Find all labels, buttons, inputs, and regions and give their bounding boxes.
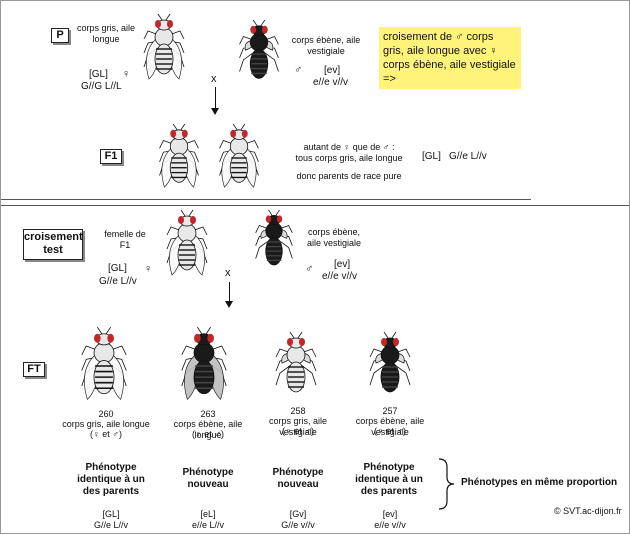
fly-f1-female bbox=[166, 209, 208, 276]
label-f1: F1 bbox=[100, 149, 122, 164]
fly-test-male bbox=[255, 209, 293, 266]
ft1-geno: G//e L//v bbox=[93, 520, 128, 530]
separator-1 bbox=[1, 199, 531, 200]
test-male-pheno: [ev] bbox=[334, 259, 351, 270]
test-female-sex: ♀ bbox=[144, 263, 153, 275]
ft4-type: Phénotype identique à un des parents bbox=[355, 462, 423, 497]
ft3-count: 258 bbox=[290, 406, 306, 416]
ft3-desc: corps gris, aile vestigiale bbox=[268, 416, 328, 437]
ft1-sex: (♀ et ♂) bbox=[89, 429, 122, 439]
ft4-count: 257 bbox=[382, 406, 398, 416]
label-p: P bbox=[51, 28, 69, 43]
test-female-geno: G//e L//v bbox=[99, 276, 137, 287]
ft3-geno: G//e v//v bbox=[281, 520, 315, 530]
ft2-type: Phénotype nouveau bbox=[182, 467, 234, 490]
p-female-sex: ♀ bbox=[122, 68, 131, 80]
test-female-desc: femelle de F1 bbox=[104, 229, 146, 250]
ft3-pheno: [Gv] bbox=[289, 509, 307, 519]
ft2-count: 263 bbox=[200, 409, 216, 419]
ft3-type: Phénotype nouveau bbox=[272, 467, 324, 490]
fly-ft-grey-long bbox=[81, 326, 127, 400]
p-to-f1-arrow bbox=[211, 87, 219, 115]
fly-ft-ebony-long bbox=[181, 326, 227, 400]
p-male-desc: corps ébène, aile vestigiale bbox=[291, 35, 361, 56]
test-female-pheno: [GL] bbox=[108, 263, 127, 274]
fly-f1-2 bbox=[219, 123, 259, 188]
test-to-ft-arrow bbox=[225, 282, 233, 308]
ft1-pheno: [GL] bbox=[102, 509, 120, 519]
fly-ebony-vestigial-male bbox=[239, 19, 279, 79]
test-male-geno: e//e v//v bbox=[322, 271, 358, 282]
p-female-pheno: [GL] bbox=[89, 69, 108, 80]
f1-text-1: autant de ♀ que de ♂ : bbox=[303, 142, 395, 152]
ft2-sex: (♀ et ♂) bbox=[191, 429, 224, 439]
ft1-count: 260 bbox=[98, 409, 114, 419]
test-male-sex: ♂ bbox=[305, 263, 314, 275]
label-cross-test: croisement test bbox=[23, 229, 83, 260]
p-male-pheno: [ev] bbox=[324, 65, 341, 76]
label-ft: FT bbox=[23, 362, 45, 377]
ft4-geno: e//e v//v bbox=[374, 520, 406, 530]
fly-ft-ebony-vestigial bbox=[369, 331, 411, 393]
ft4-sex: (♀ et ♂) bbox=[373, 426, 406, 436]
ft3-sex: (♀ et ♂) bbox=[281, 426, 314, 436]
fly-f1-1 bbox=[159, 123, 199, 188]
credit: © SVT.ac-dijon.fr bbox=[554, 506, 622, 516]
fly-ft-grey-vestigial bbox=[275, 331, 317, 393]
f1-geno: G//e L//v bbox=[449, 151, 487, 162]
ft2-geno: e//e L//v bbox=[191, 520, 225, 530]
summary-label: Phénotypes en même proportion bbox=[461, 477, 618, 488]
ft1-desc: corps gris, aile longue bbox=[62, 419, 150, 429]
test-cross-symbol: x bbox=[225, 267, 231, 279]
fly-grey-long-female bbox=[143, 13, 185, 80]
ft2-desc: corps ébène, aile longue bbox=[173, 419, 243, 440]
p-male-sex: ♂ bbox=[294, 64, 303, 76]
f1-pheno: [GL] bbox=[422, 151, 441, 162]
p-male-geno: e//e v//v bbox=[313, 77, 349, 88]
ft4-desc: corps ébène, aile vestigiale bbox=[355, 416, 425, 437]
f1-text-2: tous corps gris, aile longue bbox=[295, 153, 403, 163]
p-female-geno: G//G L//L bbox=[81, 81, 122, 92]
right-brace bbox=[438, 458, 455, 510]
separator-2 bbox=[1, 205, 629, 206]
test-male-desc: corps ébène, aile vestigiale bbox=[306, 227, 362, 248]
ft4-pheno: [ev] bbox=[382, 509, 398, 519]
p-female-desc: corps gris, aile longue bbox=[76, 23, 136, 44]
parental-cross-note: croisement de ♂ corps gris, aile longue … bbox=[379, 27, 521, 89]
f1-text-3: donc parents de race pure bbox=[296, 171, 402, 181]
p-cross-symbol: x bbox=[211, 73, 217, 85]
ft2-pheno: [eL] bbox=[200, 509, 216, 519]
ft1-type: Phénotype identique à un des parents bbox=[77, 462, 145, 497]
